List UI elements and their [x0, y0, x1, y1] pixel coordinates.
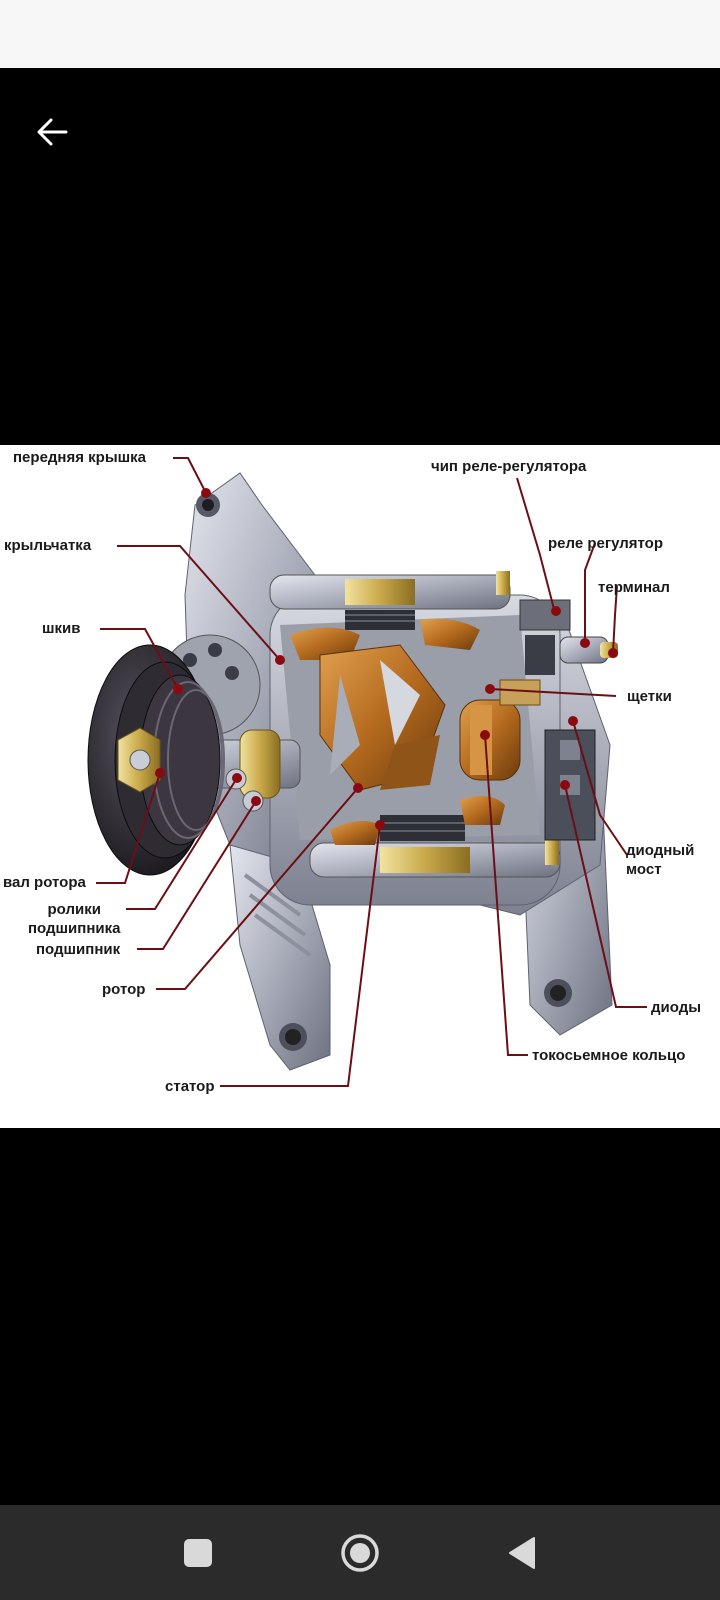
arrow-left-icon [37, 118, 68, 146]
marker-dots [155, 488, 618, 830]
alternator-illustration [87, 457, 647, 1087]
leader-lines [96, 457, 647, 1087]
label-diodes: диоды [651, 999, 702, 1016]
label-rotor: ротор [102, 981, 146, 998]
circle-home-icon [341, 1534, 379, 1572]
label-impeller: крыльчатка [4, 537, 92, 554]
triangle-back-icon [509, 1537, 535, 1569]
label-brushes: щетки [627, 688, 672, 705]
label-bearing: подшипник [36, 941, 121, 958]
label-diode-bridge-line1: диодный [626, 842, 695, 859]
label-rotor-shaft: вал ротора [3, 874, 86, 891]
label-regulator-relay: реле регулятор [548, 535, 663, 552]
navigation-bar [0, 1505, 720, 1600]
back-nav-button[interactable] [496, 1527, 548, 1579]
square-recents-icon [184, 1539, 212, 1567]
label-front-cover: передняя крышка [13, 449, 146, 466]
label-bearing-rollers-line2: подшипника [28, 920, 121, 937]
label-slip-ring: токосьемное кольцо [532, 1047, 686, 1064]
label-terminal: терминал [598, 579, 670, 596]
back-button[interactable] [26, 106, 78, 158]
home-button[interactable] [334, 1527, 386, 1579]
label-pulley: шкив [42, 620, 81, 637]
label-regulator-chip: чип реле-регулятора [431, 458, 587, 475]
label-stator: статор [165, 1078, 215, 1095]
alternator-diagram: передняя крышка чип реле-регулятора крыл… [0, 445, 720, 1128]
recents-button[interactable] [172, 1527, 224, 1579]
label-bearing-rollers-line1: ролики [47, 901, 101, 918]
status-bar [0, 0, 720, 68]
label-diode-bridge-line2: мост [626, 861, 662, 878]
label-diode-bridge: диодный мост [626, 841, 694, 879]
label-bearing-rollers: ролики подшипника [28, 900, 120, 938]
